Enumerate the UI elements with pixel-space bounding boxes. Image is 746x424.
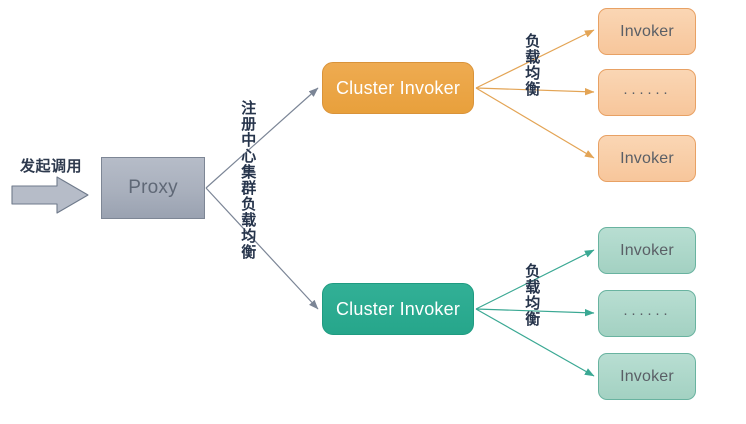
block-arrow-right-icon xyxy=(11,176,89,214)
invoker-orange-2-label: Invoker xyxy=(620,149,674,167)
invoker-teal-2-label: Invoker xyxy=(620,367,674,385)
proxy-node[interactable]: Proxy xyxy=(101,157,205,219)
proxy-node-label: Proxy xyxy=(128,177,178,198)
load-balance-label-teal: 负载均衡 xyxy=(523,263,541,327)
invoker-orange-2[interactable]: Invoker xyxy=(598,135,696,182)
invoker-orange-1[interactable]: Invoker xyxy=(598,8,696,55)
cluster-invoker-orange-label: Cluster Invoker xyxy=(335,77,461,98)
edge-proxy-to-cluster-teal xyxy=(205,187,319,310)
edge-cluster-orange-to-invoker-3 xyxy=(475,87,595,159)
cluster-invoker-teal-label: Cluster Invoker xyxy=(335,298,461,319)
invoker-teal-2[interactable]: Invoker xyxy=(598,353,696,400)
initiate-call-label: 发起调用 xyxy=(19,158,82,175)
cluster-invoker-orange[interactable]: Cluster Invoker xyxy=(322,62,474,114)
cluster-invoker-teal[interactable]: Cluster Invoker xyxy=(322,283,474,335)
edge-proxy-to-cluster-orange xyxy=(205,87,319,189)
load-balance-label-orange: 负载均衡 xyxy=(523,33,541,97)
invoker-orange-1-label: Invoker xyxy=(620,22,674,40)
invoker-teal-ellipsis[interactable]: ······ xyxy=(598,290,696,337)
invoker-teal-ellipsis-label: ······ xyxy=(623,305,671,322)
registry-cluster-load-balance-label: 注册中心集群负载均衡 xyxy=(239,100,257,260)
invoker-teal-1[interactable]: Invoker xyxy=(598,227,696,274)
invoker-orange-ellipsis-label: ······ xyxy=(623,84,671,101)
invoker-teal-1-label: Invoker xyxy=(620,241,674,259)
invoker-orange-ellipsis[interactable]: ······ xyxy=(598,69,696,116)
